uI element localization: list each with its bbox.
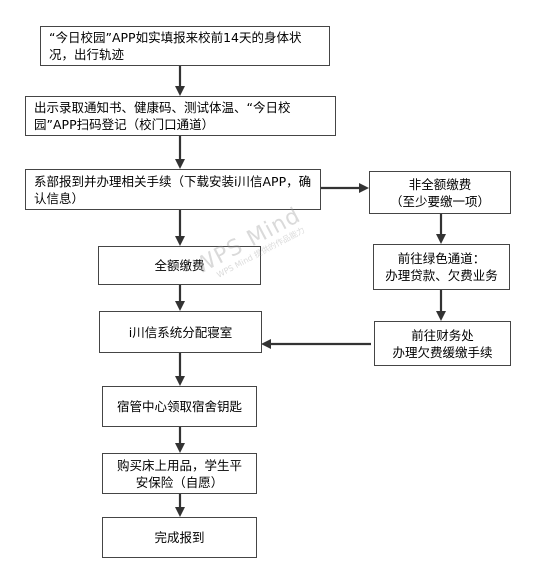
step-show-documents: 出示录取通知书、健康码、测试体温、“今日校园”APP扫码登记（校门口通道） — [25, 96, 336, 136]
step-complete-registration: 完成报到 — [102, 517, 257, 558]
step-dorm-assignment-text: i川信系统分配寝室 — [128, 324, 233, 340]
branch-partial-payment: 非全额缴费 （至少要缴一项） — [369, 171, 511, 214]
step-department-register: 系部报到并办理相关手续（下载安装i川信APP，确认信息） — [25, 169, 321, 210]
step-full-payment: 全额缴费 — [98, 246, 261, 285]
branch-partial-payment-line2: （至少要缴一项） — [389, 193, 490, 209]
branch-green-channel-line2: 办理贷款、欠费业务 — [385, 268, 498, 283]
branch-finance-office: 前往财务处 办理欠费缓缴手续 — [374, 321, 511, 366]
step-collect-keys: 宿管中心领取宿舍钥匙 — [102, 386, 257, 427]
step-buy-bedding-text: 购买床上用品，学生平安保险（自愿） — [116, 457, 242, 490]
step-dorm-assignment: i川信系统分配寝室 — [99, 311, 262, 353]
step-department-register-text: 系部报到并办理相关手续（下载安装i川信APP，确认信息） — [34, 173, 312, 206]
step-show-documents-text: 出示录取通知书、健康码、测试体温、“今日校园”APP扫码登记（校门口通道） — [34, 100, 291, 132]
step-full-payment-text: 全额缴费 — [154, 258, 205, 273]
branch-green-channel-line1: 前往绿色通道： — [397, 251, 486, 266]
step-complete-registration-text: 完成报到 — [154, 530, 205, 545]
step-collect-keys-text: 宿管中心领取宿舍钥匙 — [116, 399, 242, 414]
branch-finance-office-line1: 前往财务处 — [411, 327, 474, 343]
branch-finance-office-line2: 办理欠费缓缴手续 — [392, 344, 493, 360]
branch-green-channel: 前往绿色通道： 办理贷款、欠费业务 — [373, 244, 510, 290]
step-buy-bedding: 购买床上用品，学生平安保险（自愿） — [102, 453, 257, 494]
step-fill-health-report-text: “今日校园”APP如实填报来校前14天的身体状况，出行轨迹 — [49, 30, 302, 62]
branch-partial-payment-line1: 非全额缴费 — [408, 176, 472, 192]
step-fill-health-report: “今日校园”APP如实填报来校前14天的身体状况，出行轨迹 — [40, 26, 330, 66]
